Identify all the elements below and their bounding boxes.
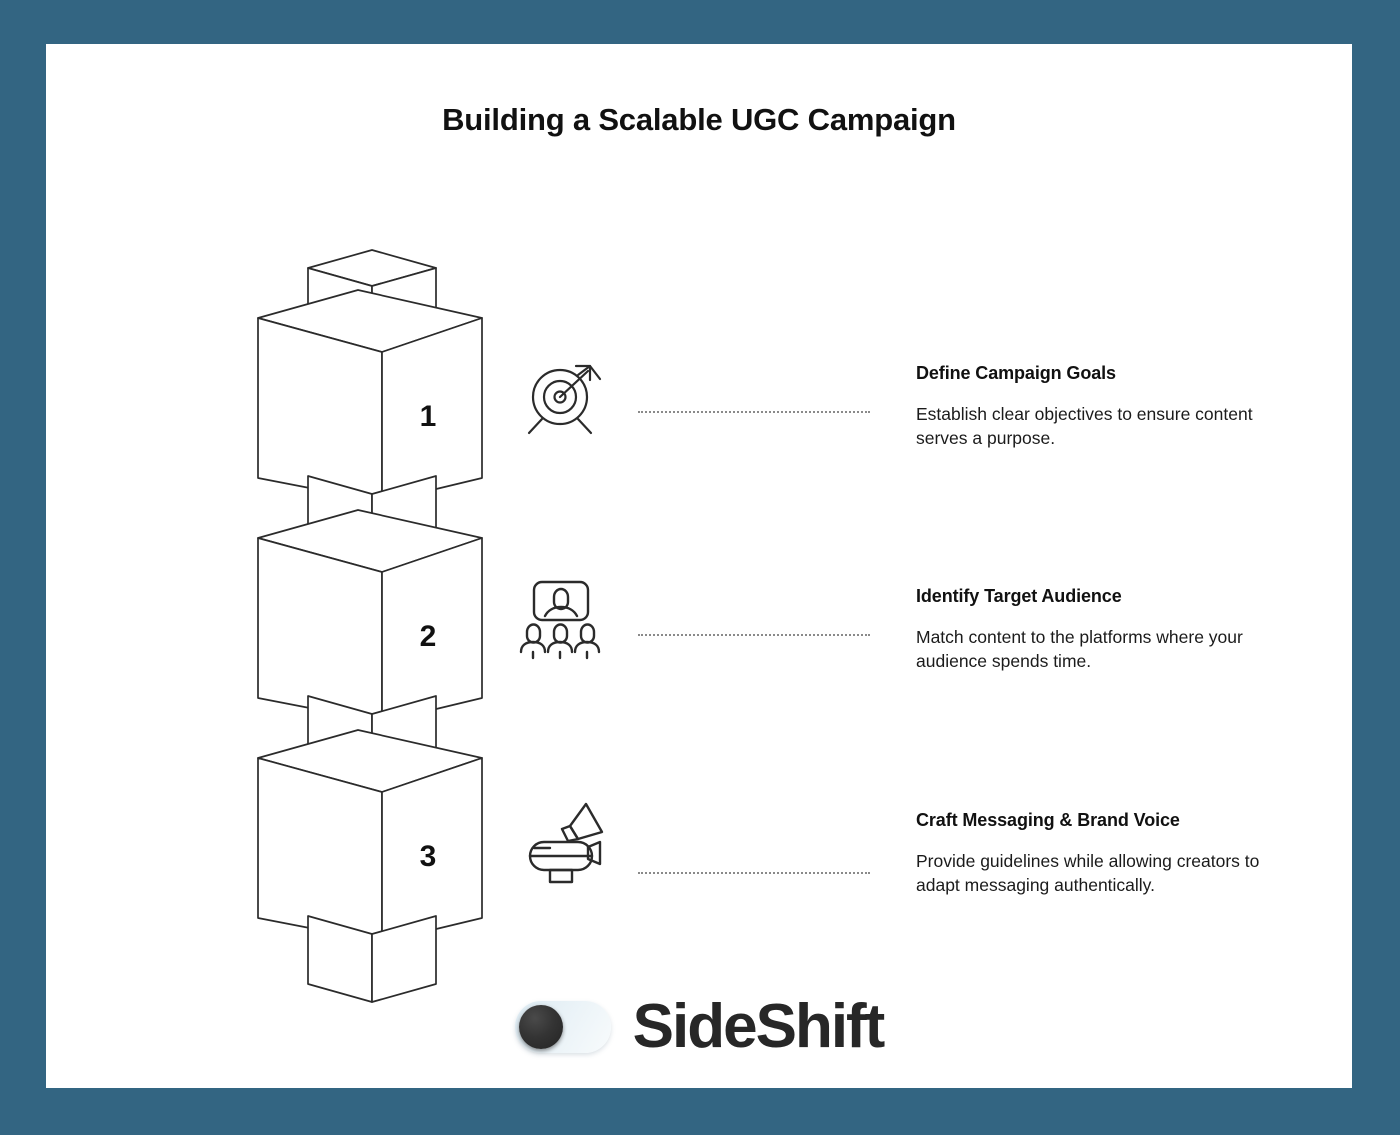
connector-dots-3 (638, 872, 870, 876)
toggle-knob (518, 1005, 563, 1049)
stack-block-2 (257, 509, 483, 723)
toggle-switch-icon (514, 1001, 611, 1053)
megaphone-icon (516, 796, 612, 888)
brand-wordmark: SideShift (632, 992, 886, 1061)
step-text-3: Craft Messaging & Brand Voice Provide gu… (916, 810, 1276, 898)
step-description-2: Match content to the platforms where you… (916, 626, 1243, 672)
step-title-1: Define Campaign Goals (916, 363, 1116, 383)
step-title-2: Identify Target Audience (916, 586, 1122, 606)
step-description-3: Provide guidelines while allowing creato… (916, 850, 1260, 896)
isometric-block-stack: 1 2 3 (196, 194, 526, 1044)
stack-block-1 (257, 289, 483, 503)
infographic-card: Building a Scalable UGC Campaign (46, 44, 1352, 1088)
brand-logo: SideShift (46, 996, 1352, 1058)
block-number-1: 1 (420, 400, 437, 433)
target-arrow-icon (516, 349, 612, 441)
step-description-1: Establish clear objectives to ensure con… (916, 403, 1253, 449)
block-number-2: 2 (420, 620, 437, 653)
connector-dots-2 (638, 634, 870, 638)
step-text-2: Identify Target Audience Match content t… (916, 586, 1276, 674)
page-title: Building a Scalable UGC Campaign (442, 102, 956, 137)
step-title-3: Craft Messaging & Brand Voice (916, 810, 1180, 830)
step-text-1: Define Campaign Goals Establish clear ob… (916, 363, 1276, 451)
stack-block-3 (257, 729, 483, 943)
block-number-3: 3 (420, 840, 437, 873)
connector-dots-1 (638, 411, 870, 415)
stack-bottom-foot (307, 915, 437, 1003)
audience-group-icon (516, 572, 612, 664)
